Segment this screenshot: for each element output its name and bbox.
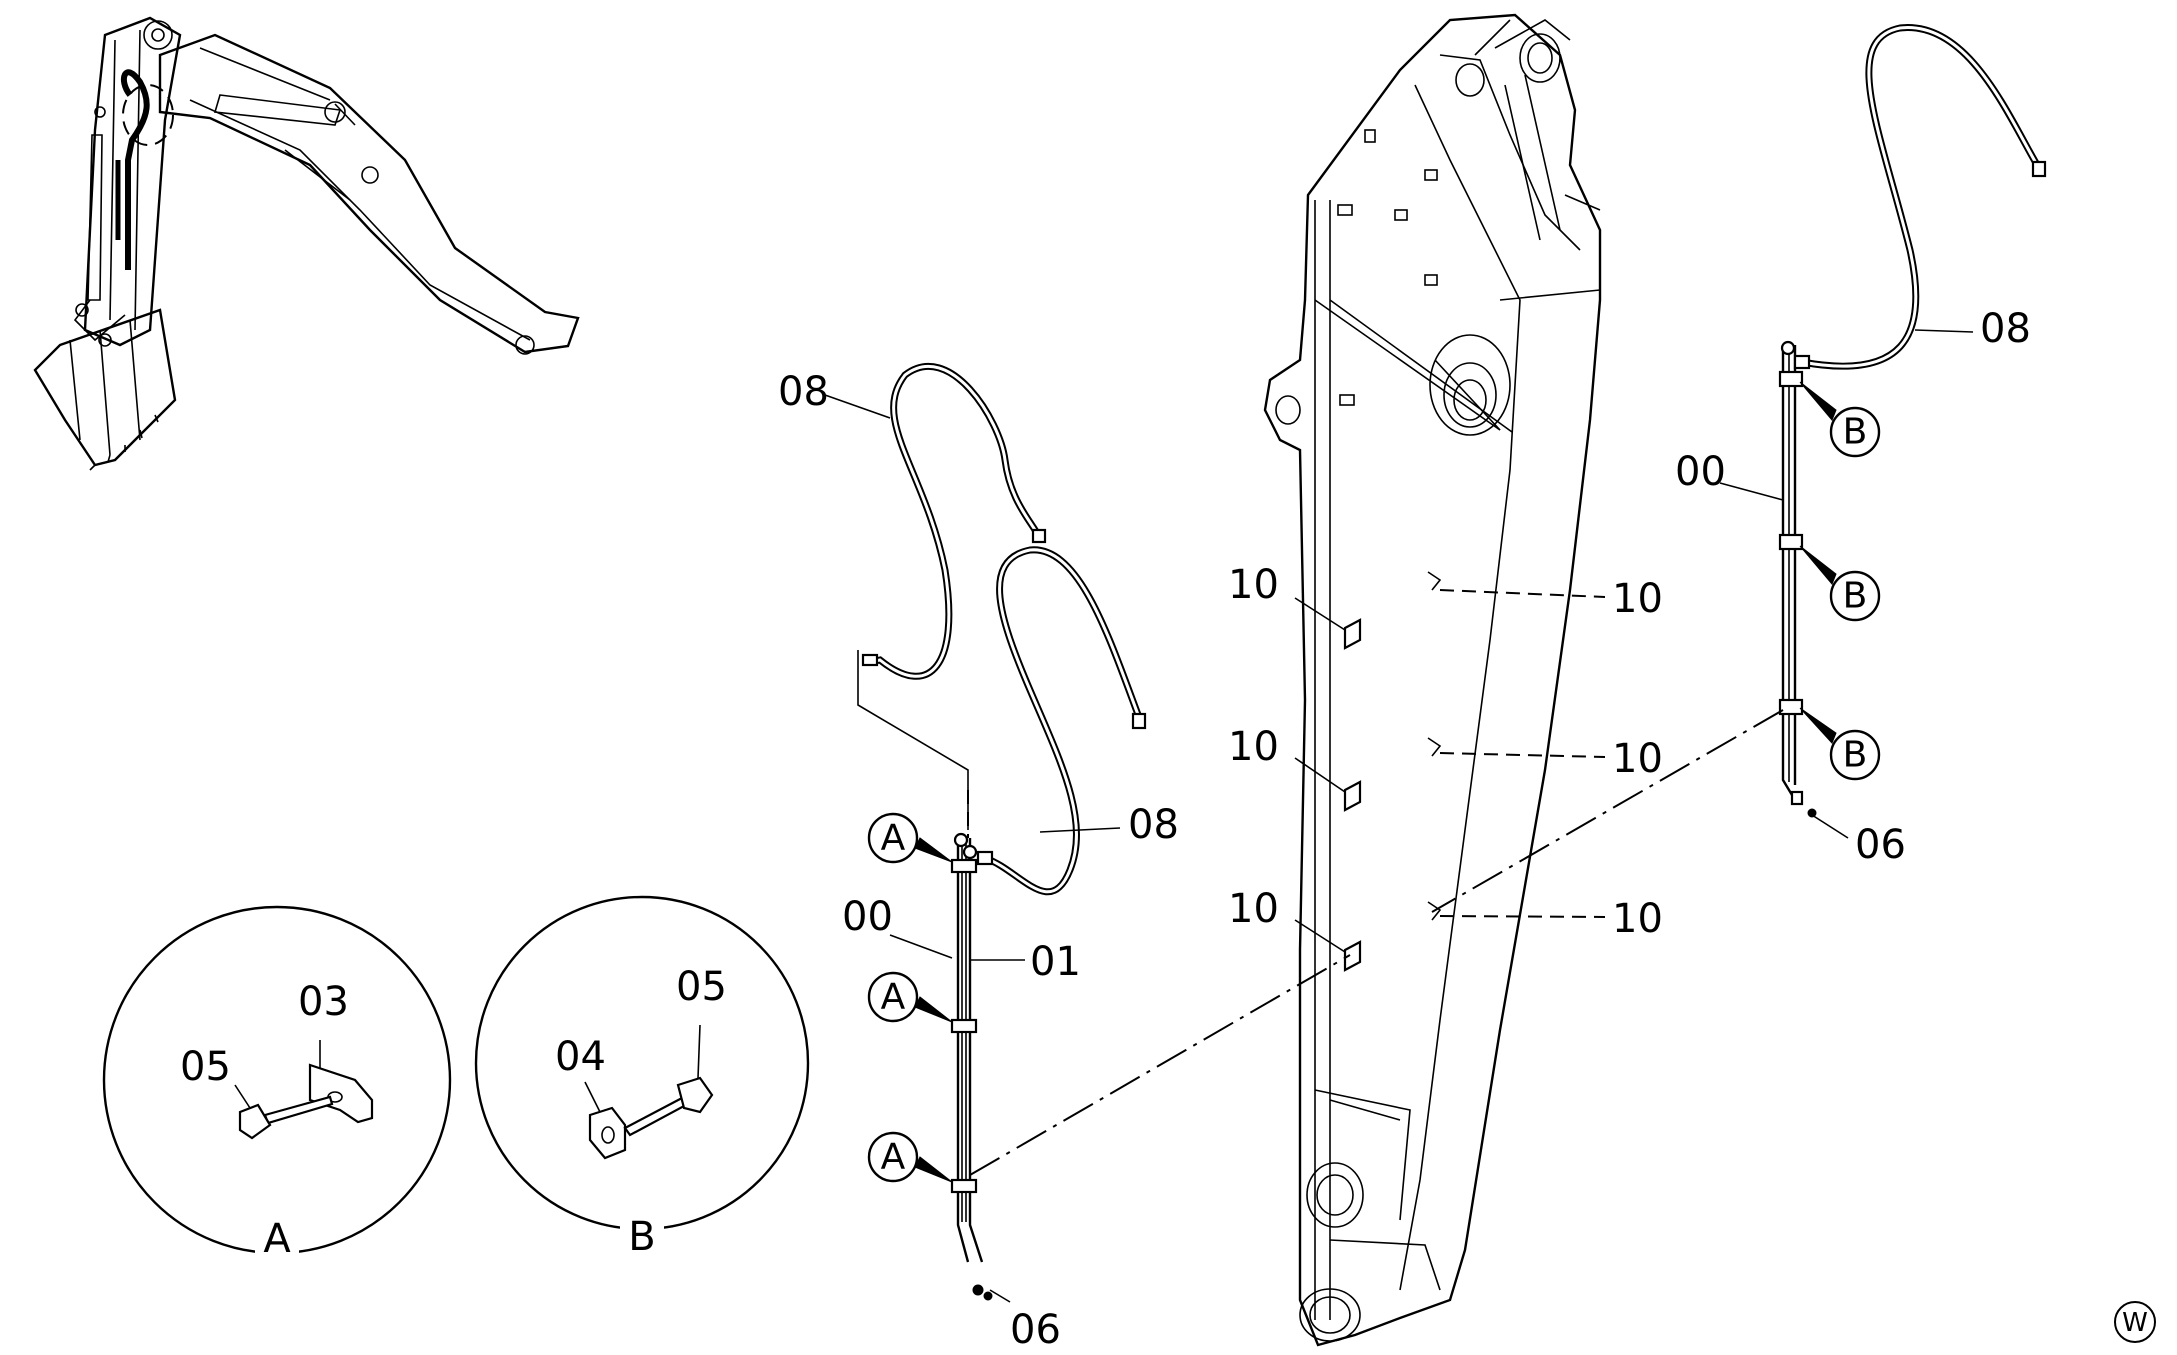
excavator-overview-drawing: [33, 16, 580, 471]
svg-text:B: B: [1843, 412, 1868, 453]
callout-clamp-r2: 10: [1612, 736, 1663, 782]
callout-plug-right: 06: [1855, 822, 1906, 868]
marker-b-2: B: [1799, 545, 1881, 622]
left-pipe-assembly: [950, 832, 993, 1301]
detail-a-title: A: [263, 1216, 291, 1262]
corner-mark: W: [2114, 1301, 2156, 1343]
svg-text:B: B: [1843, 576, 1868, 617]
callout-hose-mid: 08: [1128, 802, 1179, 848]
callout-clamp-l1: 10: [1228, 562, 1279, 608]
detail-b-bolt-label: 05: [676, 964, 727, 1010]
marker-a-3: A: [867, 1131, 953, 1183]
callout-plug-left: 06: [1010, 1307, 1061, 1353]
right-pipe-assembly: [1778, 340, 1817, 818]
callout-labels: 08 08 08 00 01 00 06 06 10 10 10 10 10 1…: [778, 306, 2031, 1353]
detail-a: A 03 05: [102, 905, 452, 1262]
detail-a-clamp-label: 03: [298, 979, 349, 1025]
callout-clamp-l2: 10: [1228, 724, 1279, 770]
marker-b-3: B: [1799, 707, 1881, 781]
detail-b-title: B: [628, 1214, 655, 1260]
marker-a-2: A: [867, 971, 953, 1023]
connect-line-right: [1431, 709, 1784, 913]
callout-clamp-r1: 10: [1612, 576, 1663, 622]
detail-a-bolt-label: 05: [180, 1044, 231, 1090]
callout-hose-right: 08: [1980, 306, 2031, 352]
callout-clamp-l3: 10: [1228, 886, 1279, 932]
hose-lower-left: [976, 546, 1147, 896]
hose-right: [1793, 24, 2047, 370]
svg-text:A: A: [881, 818, 906, 859]
marker-b-1: B: [1799, 381, 1881, 458]
callout-clamp-r3: 10: [1612, 896, 1663, 942]
svg-text:W: W: [2122, 1308, 2148, 1338]
marker-a-1: A: [867, 812, 953, 864]
callout-pipe-left: 01: [1030, 939, 1081, 985]
callout-assy-right: 00: [1675, 449, 1726, 495]
callout-assy-left: 00: [842, 894, 893, 940]
hose-upper-left: [857, 363, 1047, 838]
connect-line-left: [969, 954, 1351, 1176]
leader-lines: [824, 329, 1974, 1303]
boom-drawing: [1263, 13, 1602, 1347]
svg-text:B: B: [1843, 735, 1868, 776]
detail-b: B 04 05: [474, 895, 810, 1260]
svg-text:A: A: [881, 977, 906, 1018]
detail-b-block-label: 04: [555, 1034, 606, 1080]
svg-text:A: A: [881, 1137, 906, 1178]
callout-hose-top: 08: [778, 369, 829, 415]
